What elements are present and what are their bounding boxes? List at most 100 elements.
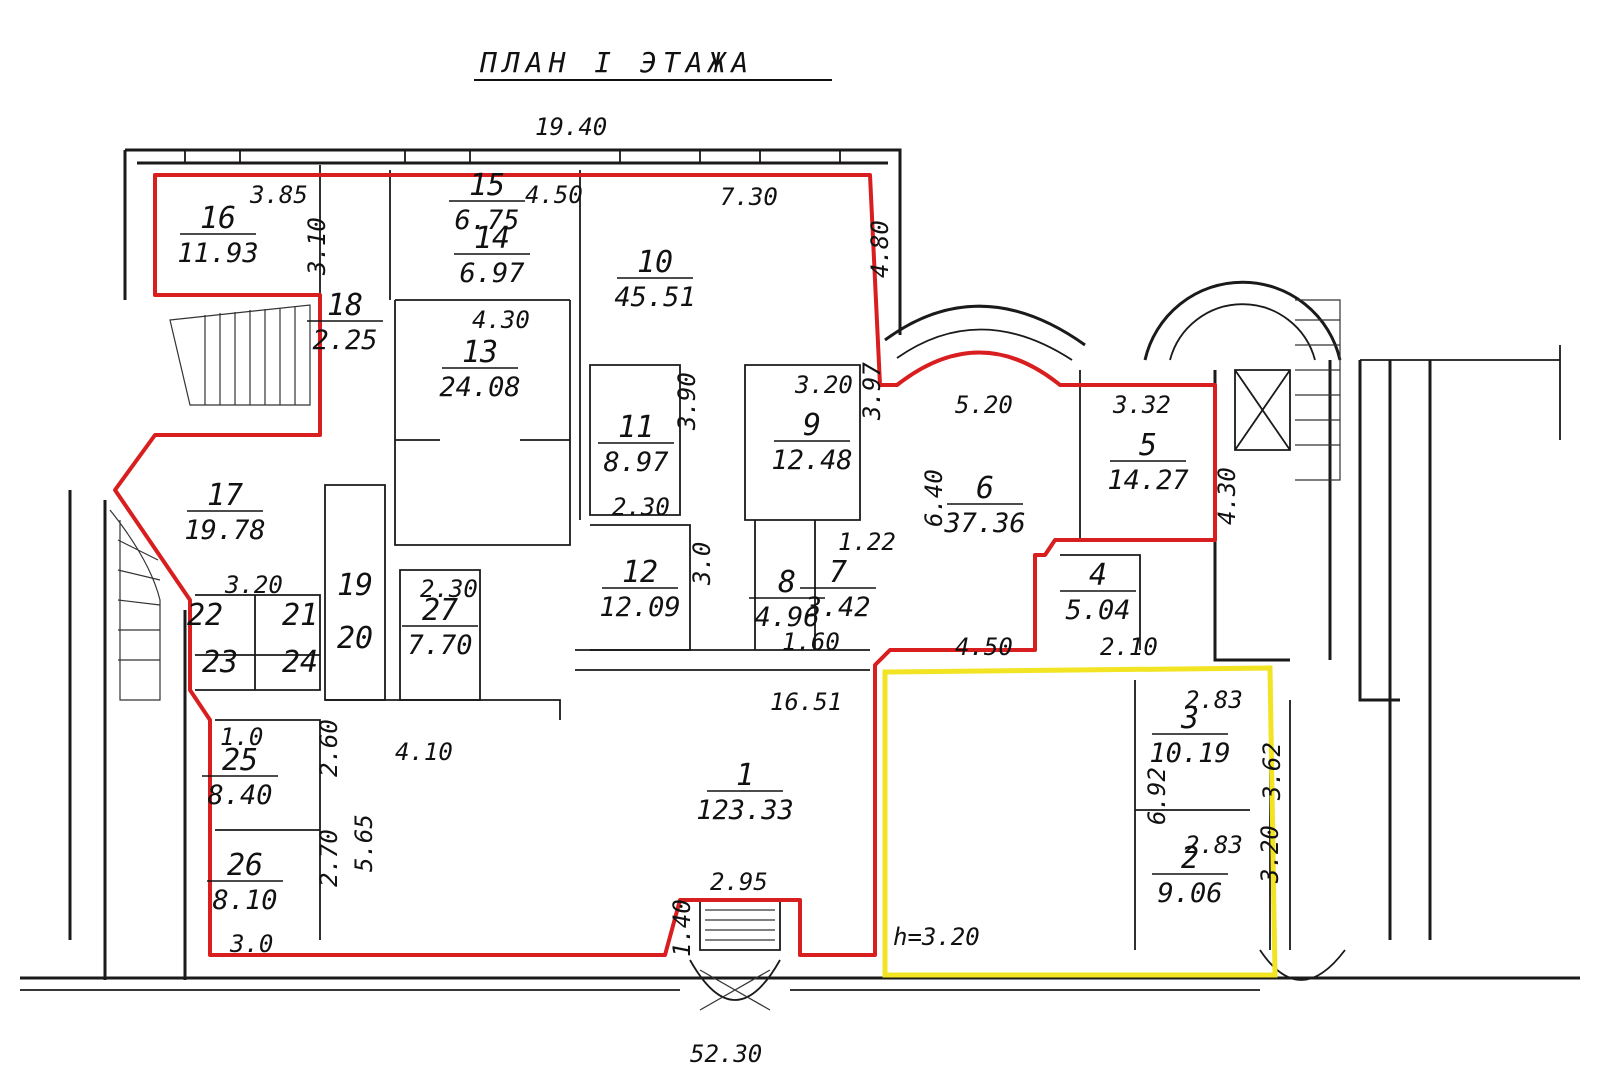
dim-2-70: 2.70 [315,829,343,887]
dim-3-20b: 3.20 [1256,825,1284,884]
room-number: 16 [200,201,236,236]
room-number: 17 [207,478,243,513]
room-number: 26 [227,848,263,883]
room-18: 182.25 [307,288,383,356]
room-number: 23 [202,645,238,680]
room-number: 10 [637,245,673,280]
room-area: 4.96 [754,602,819,633]
room-7: 73.42 [800,555,876,623]
dim-2-60: 2.60 [315,719,343,777]
dim-3-85: 3.85 [249,181,308,209]
room-20: 20 [337,621,373,656]
room-area: 19.78 [184,515,265,546]
room-number: 20 [337,621,373,656]
room-area: 9.06 [1157,878,1222,909]
room-area: 8.10 [212,885,277,916]
left-stair-hatching [109,304,311,701]
room-11: 118.97 [598,410,674,478]
dim-3-20-r9: 3.20 [794,371,853,399]
room-number: 19 [337,568,373,603]
room-number: 11 [618,410,654,445]
room-2: 29.06 [1152,841,1228,909]
room-number: 12 [622,555,658,590]
right-stair-hatching [1295,299,1341,481]
room-area: 14.27 [1107,465,1188,496]
room-area: 123.33 [696,795,794,826]
room-area: 6.97 [459,258,524,289]
room-number: 9 [803,408,821,443]
room-area: 37.36 [943,508,1025,539]
room-number: 6 [976,471,994,506]
room-area: 11.93 [177,238,258,269]
ceiling-height: h=3.20 [893,923,980,951]
room-area: 5.04 [1065,595,1130,626]
dim-4-30: 4.30 [1213,467,1241,525]
dim-1-22: 1.22 [838,528,896,556]
dim-3-20-r17: 3.20 [224,571,283,599]
room-5: 514.27 [1107,428,1188,496]
room-area: 12.48 [771,445,852,476]
room-3: 310.19 [1149,701,1230,769]
dim-3-32: 3.32 [1112,391,1171,419]
dim-6-40: 6.40 [920,469,948,527]
room-number: 25 [222,743,258,778]
room-number: 22 [187,598,223,633]
room-number: 14 [474,221,510,256]
room-number: 2 [1181,841,1199,876]
dim-3-10: 3.10 [303,217,331,276]
dim-4-50: 4.50 [955,633,1013,661]
dim-corridor-length: 16.51 [770,688,842,716]
dim-3-0b: 3.0 [229,930,273,958]
room-23: 23 [202,645,238,680]
room-21: 21 [282,598,318,633]
room-area: 7.70 [407,630,472,661]
dim-3-97: 3.97 [858,362,886,421]
dim-2-10: 2.10 [1100,633,1158,661]
dimension-labels: 19.40 52.30 16.51 4.10 1.40 2.95 5.65 6.… [220,113,1286,1068]
dim-4-10: 4.10 [395,738,453,766]
room-number: 5 [1139,428,1157,463]
room-area: 3.42 [804,592,870,623]
dim-6-92: 6.92 [1143,767,1171,825]
room-number: 1 [736,758,754,793]
room-area: 6.75 [454,205,519,236]
room-area: 8.97 [603,447,668,478]
yellow-area-outline [882,665,1278,978]
room-number: 8 [778,565,796,600]
room-22: 22 [187,598,223,633]
room-14: 146.97 [454,221,530,289]
room-6: 637.36 [943,471,1025,539]
dim-bottom-code: 52.30 [690,1040,762,1068]
dim-7-30: 7.30 [720,183,778,211]
room-24: 24 [282,645,318,680]
plan-title: ПЛАН I ЭТАЖА [479,46,754,79]
dim-3-0: 3.0 [688,542,716,586]
dim-2-30b: 2.30 [420,575,478,603]
room-area: 10.19 [1149,738,1230,769]
room-27: 277.70 [402,593,478,661]
room-number: 4 [1089,558,1107,593]
room-26: 268.10 [207,848,283,916]
room-number: 13 [462,335,498,370]
room-number: 21 [282,598,318,633]
room-number: 24 [282,645,318,680]
dim-2-83b: 2.83 [1185,831,1243,859]
red-area-outline [113,173,1217,957]
room-15: 156.75 [449,168,525,236]
room-9: 912.48 [771,408,852,476]
room-area: 24.08 [439,372,520,403]
room-number: 7 [829,555,847,590]
dim-3-62: 3.62 [1258,742,1286,801]
room-25: 258.40 [202,743,278,811]
dim-4-30b: 4.30 [472,306,530,334]
room-4: 45.04 [1060,558,1136,626]
dim-5-65: 5.65 [350,814,378,872]
dim-2-83: 2.83 [1185,686,1243,714]
dim-entry-2-95: 2.95 [710,868,768,896]
